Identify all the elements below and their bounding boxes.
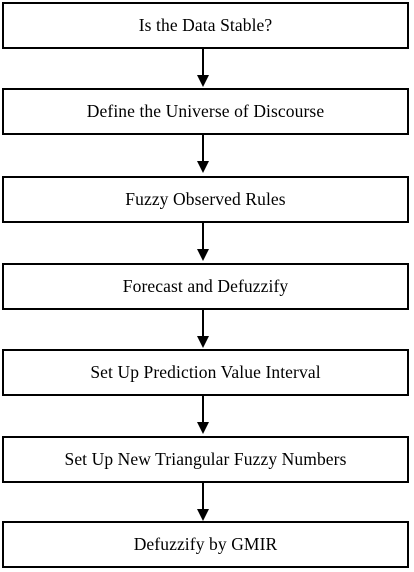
arrow-down-icon <box>197 135 209 173</box>
arrow-down-icon <box>197 49 209 87</box>
step-defuzzify-gmir: Defuzzify by GMIR <box>2 521 409 568</box>
step-label: Fuzzy Observed Rules <box>125 189 286 209</box>
arrow-down-icon <box>197 223 209 261</box>
step-fuzzy-observed-rules: Fuzzy Observed Rules <box>2 176 409 223</box>
step-triangular-fuzzy-numbers: Set Up New Triangular Fuzzy Numbers <box>2 436 409 483</box>
step-prediction-interval: Set Up Prediction Value Interval <box>2 349 409 396</box>
arrow-down-icon <box>197 396 209 434</box>
step-label: Is the Data Stable? <box>138 15 273 35</box>
arrow-down-icon <box>197 483 209 521</box>
arrow-down-icon <box>197 310 209 348</box>
step-label: Set Up New Triangular Fuzzy Numbers <box>64 449 347 469</box>
step-label: Defuzzify by GMIR <box>133 534 278 554</box>
step-label: Forecast and Defuzzify <box>122 276 289 296</box>
step-label: Define the Universe of Discourse <box>86 101 325 121</box>
step-forecast-defuzzify: Forecast and Defuzzify <box>2 263 409 310</box>
step-label: Set Up Prediction Value Interval <box>90 362 321 382</box>
step-is-data-stable: Is the Data Stable? <box>2 2 409 49</box>
step-define-universe: Define the Universe of Discourse <box>2 88 409 135</box>
